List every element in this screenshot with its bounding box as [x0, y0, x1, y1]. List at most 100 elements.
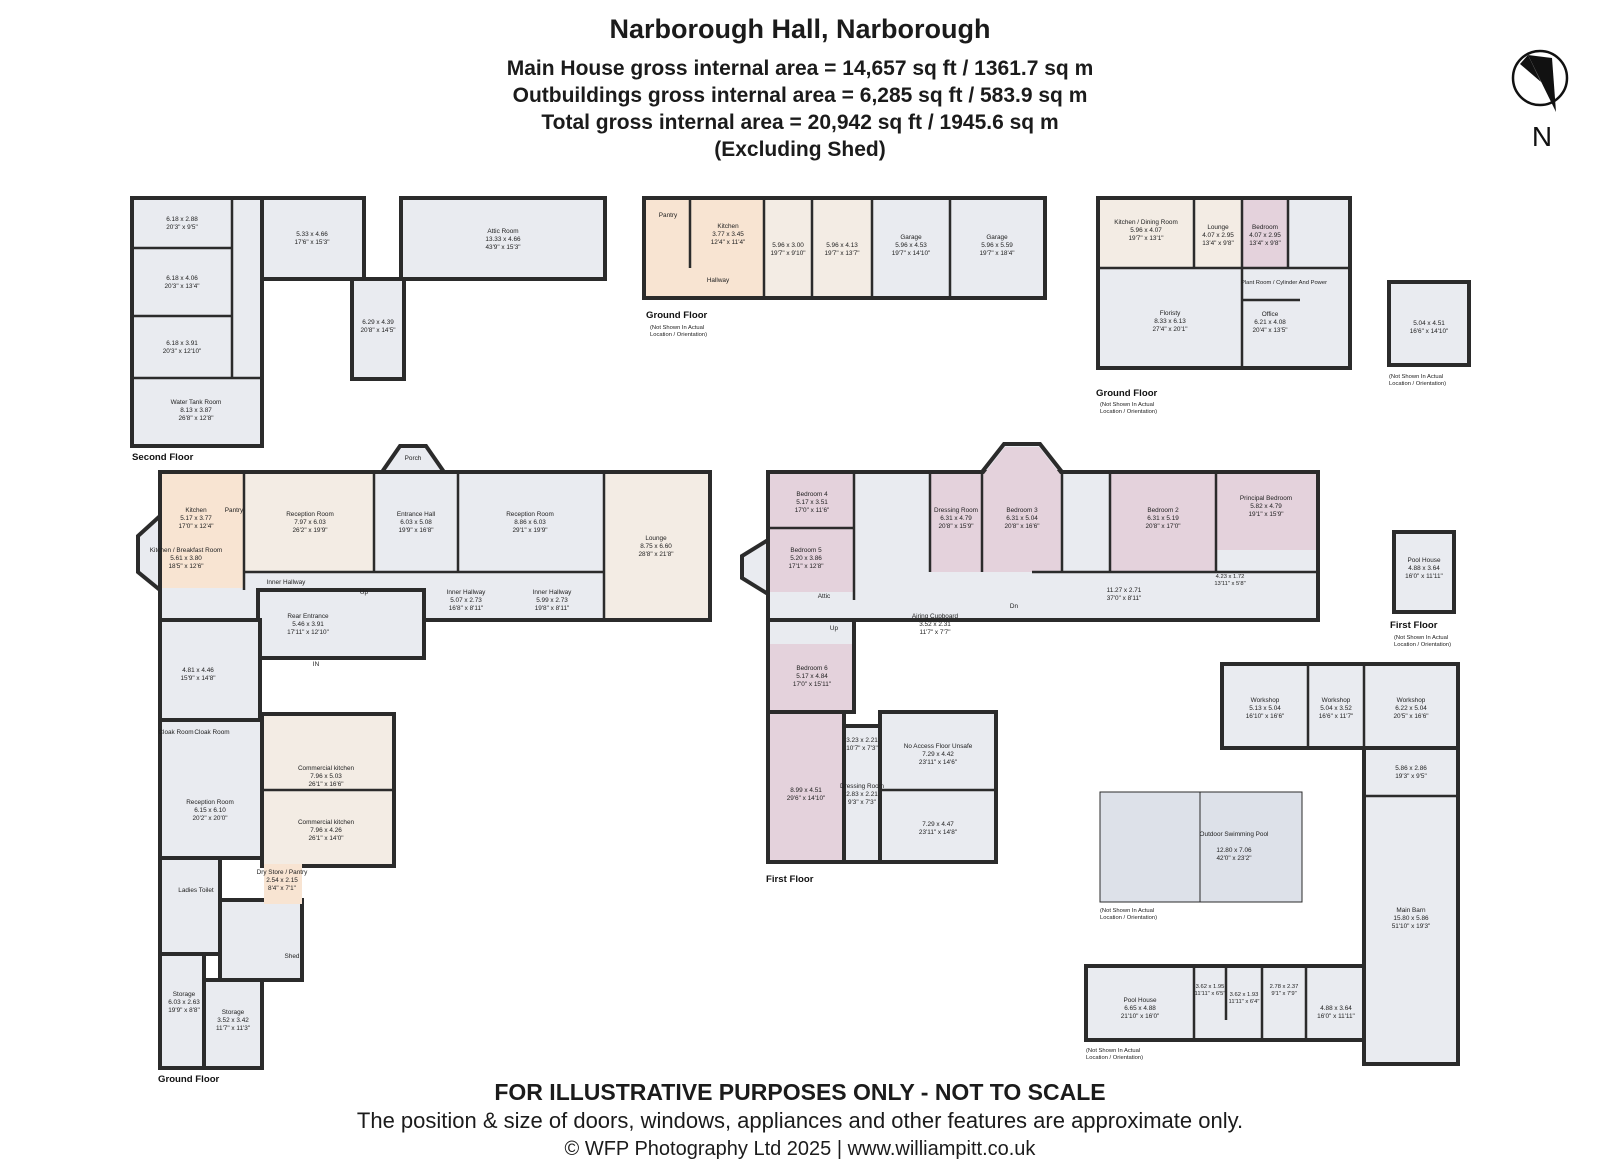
room-label: 6.21 x 4.08 [1254, 319, 1286, 326]
room-label: Storage [173, 991, 196, 998]
room-label: Hallway [707, 277, 730, 284]
room-label: 19'7" x 14'10" [892, 250, 931, 257]
room-label: 6.31 x 4.79 [940, 515, 972, 522]
page-title: Narborough Hall, Narborough [609, 14, 991, 44]
room-label: 11.27 x 2.71 [1107, 587, 1142, 594]
room-label: 5.86 x 2.86 [1395, 765, 1427, 772]
note-text: Location / Orientation) [1100, 915, 1157, 921]
room-label: Principal Bedroom [1240, 495, 1292, 502]
room-label: 7.96 x 4.26 [310, 827, 342, 834]
note-text: (Not Shown In Actual [1086, 1048, 1140, 1054]
room-label: Up [830, 625, 839, 632]
room-label: 11'11" x 6'4" [1229, 999, 1260, 1005]
room-label: Garage [986, 234, 1008, 241]
room-label: 16'10" x 16'6" [1246, 713, 1285, 720]
room-label: 7.29 x 4.42 [922, 751, 954, 758]
room-label: 5.17 x 4.84 [796, 673, 828, 680]
room-label: 6.18 x 3.91 [166, 340, 198, 347]
room-label: 19'9" x 8'8" [168, 1007, 200, 1014]
room-label: Porch [405, 455, 422, 462]
room-label: 19'7" x 9'10" [770, 250, 805, 257]
room-label: 5.33 x 4.66 [296, 231, 328, 238]
room-label: Lounge [1207, 224, 1229, 231]
room-label: 17'1" x 12'8" [788, 563, 823, 570]
room-label: Kitchen / Breakfast Room [150, 547, 222, 554]
separate-building-plan: 5.04 x 4.51 16'6" x 14'10" (Not Shown In… [1387, 280, 1471, 387]
room-label: 8.33 x 6.13 [1154, 318, 1186, 325]
room-label: 10'7" x 7'3" [846, 745, 878, 752]
room-label: Floristy [1160, 310, 1181, 317]
room-label: 26'1" x 14'0" [308, 835, 343, 842]
room-label: 28'8" x 21'8" [638, 551, 673, 558]
room-label: 19'3" x 9'5" [1395, 773, 1427, 780]
second-floor-plan: 6.18 x 2.88 20'3" x 9'5" 6.18 x 4.06 20'… [130, 196, 607, 463]
room-label: Pool House [1123, 997, 1156, 1004]
room-label: Bedroom 5 [790, 547, 822, 554]
room-label: 26'2" x 19'9" [292, 527, 327, 534]
room-label: 13.33 x 4.66 [485, 236, 521, 243]
room-label: 42'0" x 23'2" [1216, 855, 1251, 862]
room-label: 12'4" x 11'4" [711, 239, 746, 246]
room-label: 27'4" x 20'1" [1152, 326, 1187, 333]
room-label: Dn [1010, 603, 1019, 610]
room-label: 13'11" x 5'8" [1214, 581, 1245, 587]
room-label: 7.96 x 5.03 [310, 773, 342, 780]
room-label: 29'1" x 19'9" [512, 527, 547, 534]
compass-label: N [1532, 121, 1552, 152]
note-text: (Not Shown In Actual [1100, 402, 1154, 408]
room-label: Dressing Room [934, 507, 978, 514]
room-label: Kitchen [185, 507, 207, 514]
room-label: Up [360, 589, 369, 596]
room-label: 6.31 x 5.04 [1006, 515, 1038, 522]
room-label: 15'9" x 14'8" [180, 675, 215, 682]
room-label: 4.81 x 4.46 [182, 667, 214, 674]
room-label: Inner Hallway [447, 589, 487, 596]
room-label: 5.99 x 2.73 [536, 597, 568, 604]
room-label: 26'1" x 16'6" [308, 781, 343, 788]
room-label: 20'3" x 9'5" [166, 224, 198, 231]
compass-north-icon: N [1511, 49, 1569, 152]
main-house-area: Main House gross internal area = 14,657 … [506, 57, 1094, 80]
room-label: 21'10" x 16'0" [1121, 1013, 1160, 1020]
room-label: 7.29 x 4.47 [922, 821, 954, 828]
room-label: Kitchen / Dining Room [1114, 219, 1178, 226]
room-label: 26'8" x 12'8" [178, 415, 213, 422]
room-label: 17'0" x 15'11" [793, 681, 831, 688]
room-label: 20'8" x 17'0" [1145, 523, 1180, 530]
room-label: Rear Entrance [287, 613, 329, 620]
room-label: 11'11" x 6'5" [1195, 991, 1226, 997]
room-label: Cloak Room [158, 729, 193, 736]
room-label: 5.82 x 4.79 [1250, 503, 1282, 510]
room-label: 3.52 x 2.31 [919, 621, 951, 628]
room-label: Bedroom 2 [1147, 507, 1179, 514]
room-label: 6.29 x 4.39 [362, 319, 394, 326]
room-label: 19'8" x 8'11" [535, 605, 570, 612]
room-label: 5.46 x 3.91 [292, 621, 324, 628]
room-label: Ladies Toilet [178, 887, 214, 894]
note-text: (Not Shown In Actual [1100, 908, 1154, 914]
room-label: 17'0" x 12'4" [178, 523, 213, 530]
room-label: 20'8" x 15'9" [938, 523, 973, 530]
disclaimer-note: The position & size of doors, windows, a… [356, 1108, 1244, 1133]
area-exclusion-note: (Excluding Shed) [714, 138, 886, 161]
room-label: 2.83 x 2.21 [846, 791, 878, 798]
first-floor-plan: Bedroom 4 5.17 x 3.51 17'0" x 11'6" Bedr… [740, 442, 1320, 885]
room-label: Dressing Room [840, 783, 884, 790]
room-label: 8.75 x 6.60 [640, 543, 672, 550]
note-text: Location / Orientation) [650, 332, 707, 338]
room-label: 17'0" x 11'6" [795, 507, 830, 514]
room-label: 23'11" x 14'8" [919, 829, 957, 836]
room-label: Workshop [1397, 697, 1426, 704]
room-label: Bedroom [1252, 224, 1278, 231]
room-label: 3.77 x 3.45 [712, 231, 744, 238]
room-label: 5.96 x 5.59 [981, 242, 1013, 249]
room-label: 8'4" x 7'1" [268, 885, 296, 892]
room-label: 4.07 x 2.95 [1249, 232, 1281, 239]
room-label: 20'3" x 13'4" [164, 283, 199, 290]
note-text: (Not Shown In Actual [650, 325, 704, 331]
room-label: 37'0" x 8'11" [1107, 595, 1142, 602]
room-label: Commercial kitchen [298, 765, 355, 772]
room-label: 5.96 x 4.53 [895, 242, 927, 249]
room-label: Dry Store / Pantry [257, 869, 309, 876]
room-label: Office [1262, 311, 1279, 318]
